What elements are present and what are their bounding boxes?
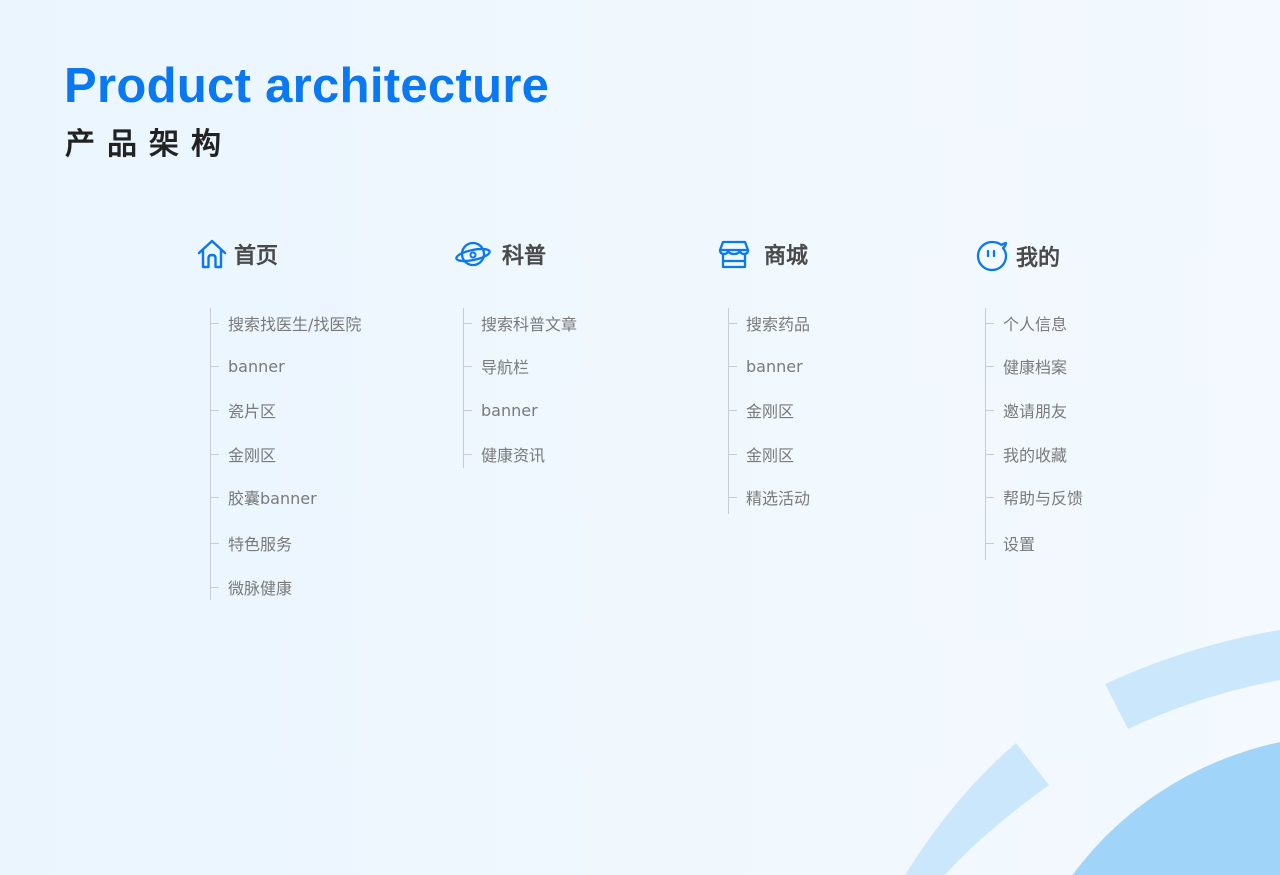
store-icon	[718, 238, 750, 270]
home-icon	[196, 238, 228, 270]
planet-icon	[454, 238, 492, 270]
list-item: 搜索找医生/找医院	[211, 313, 361, 334]
tree-home: 搜索找医生/找医院 banner 瓷片区 金刚区 胶囊banner 特色服务 微…	[210, 308, 361, 600]
tree-mine: 个人信息 健康档案 邀请朋友 我的收藏 帮助与反馈 设置	[985, 308, 1083, 560]
list-item: 胶囊banner	[211, 487, 317, 508]
column-label: 首页	[234, 244, 279, 269]
column-heading: 首页	[196, 236, 278, 272]
page-title-cn: 产品架构	[65, 127, 233, 162]
list-item: 个人信息	[986, 313, 1067, 334]
column-label: 商城	[764, 244, 809, 269]
list-item: 精选活动	[729, 487, 810, 508]
column-mine: 我的	[976, 238, 1060, 274]
list-item: 邀请朋友	[986, 400, 1067, 421]
list-item: 帮助与反馈	[986, 487, 1083, 508]
tree-science: 搜索科普文章 导航栏 banner 健康资讯	[463, 308, 577, 468]
list-item: 微脉健康	[211, 577, 292, 598]
deco-arc-upper	[1105, 630, 1280, 729]
list-item: 健康档案	[986, 356, 1067, 377]
list-item: 金刚区	[211, 444, 276, 465]
deco-arc-lower	[905, 743, 1049, 875]
list-item: 瓷片区	[211, 400, 276, 421]
list-item: 健康资讯	[464, 444, 545, 465]
list-item: 设置	[986, 533, 1035, 554]
list-item: 金刚区	[729, 444, 794, 465]
list-item: 搜索科普文章	[464, 313, 577, 334]
list-item: 我的收藏	[986, 444, 1067, 465]
chat-face-icon	[976, 240, 1008, 272]
list-item: 特色服务	[211, 533, 292, 554]
list-item: banner	[464, 400, 538, 420]
list-item: banner	[211, 356, 285, 376]
column-label: 我的	[1016, 246, 1061, 271]
tree-store: 搜索药品 banner 金刚区 金刚区 精选活动	[728, 308, 810, 514]
column-store: 商城	[718, 236, 808, 272]
column-science: 科普	[454, 236, 546, 272]
page-title-en: Product architecture	[64, 59, 550, 113]
column-heading: 科普	[454, 236, 546, 272]
list-item: 金刚区	[729, 400, 794, 421]
column-home: 首页	[196, 236, 278, 272]
column-label: 科普	[502, 244, 547, 269]
list-item: 搜索药品	[729, 313, 810, 334]
column-heading: 商城	[718, 236, 808, 272]
list-item: banner	[729, 356, 803, 376]
list-item: 导航栏	[464, 356, 529, 377]
deco-circle	[1072, 742, 1280, 875]
column-heading: 我的	[976, 238, 1060, 274]
